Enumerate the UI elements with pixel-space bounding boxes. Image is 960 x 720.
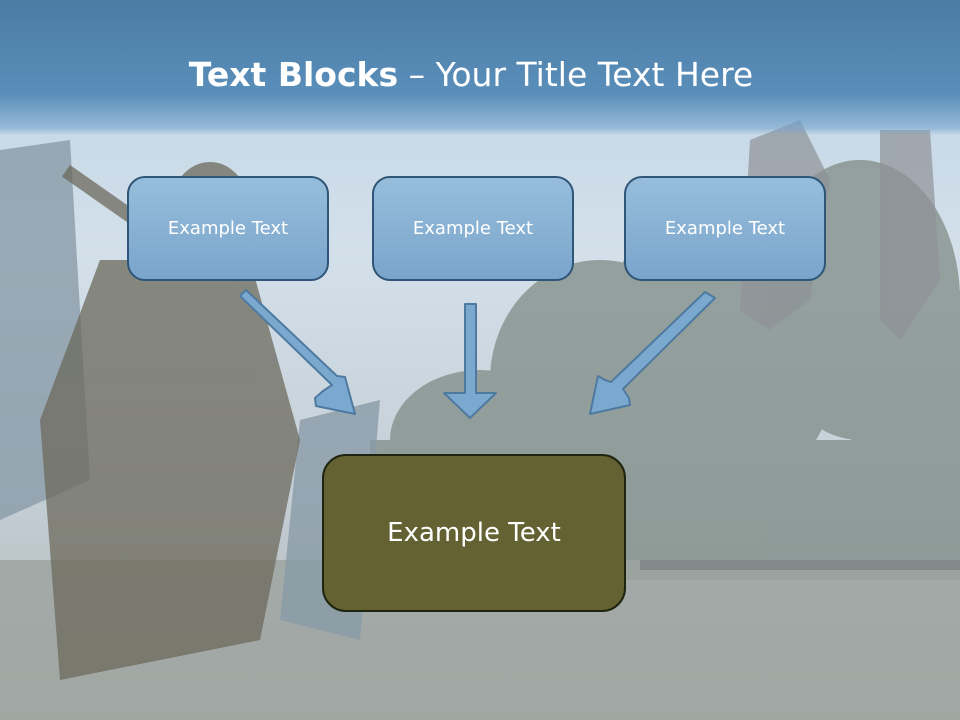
- text-block-1-label: Example Text: [167, 218, 289, 239]
- text-block-2[interactable]: Example Text: [372, 176, 574, 281]
- text-block-3[interactable]: Example Text: [624, 176, 826, 281]
- fence: [640, 560, 960, 570]
- main-text-block[interactable]: Example Text: [322, 454, 626, 612]
- arrow-left: [239, 289, 356, 415]
- text-block-3-label: Example Text: [664, 218, 786, 239]
- arrow-right: [589, 291, 716, 415]
- title-band: [0, 0, 960, 135]
- main-text-block-label: Example Text: [387, 518, 561, 548]
- slide-title: Text Blocks – Your Title Text Here: [0, 52, 942, 98]
- title-rest: – Your Title Text Here: [398, 55, 754, 94]
- arrow-center: [443, 303, 497, 419]
- text-block-1[interactable]: Example Text: [127, 176, 329, 281]
- title-bold: Text Blocks: [188, 55, 399, 94]
- text-block-2-label: Example Text: [412, 218, 534, 239]
